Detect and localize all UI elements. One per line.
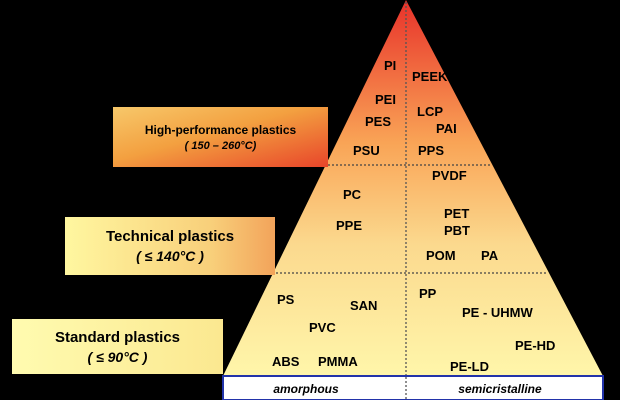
polymer-label: ABS [272,354,300,369]
polymer-label: POM [426,248,456,263]
polymer-label: PE-LD [450,359,489,374]
polymer-label: PA [481,248,499,263]
polymer-label: PVC [309,320,336,335]
polymer-label: PC [343,187,362,202]
polymer-label: PPE [336,218,362,233]
polymer-label: PE - UHMW [462,305,534,320]
axis-label-amorphous: amorphous [273,382,339,396]
axis-bar [222,375,604,400]
polymer-label: PEI [375,92,396,107]
polymer-label: PI [384,58,396,73]
polymer-label: PET [444,206,469,221]
polymer-label: LCP [417,104,443,119]
polymer-label: PES [365,114,391,129]
polymer-label: PMMA [318,354,358,369]
tier-temperature-range: ( ≤ 90°C ) [87,348,148,365]
tier-box-standard: Standard plastics ( ≤ 90°C ) [12,319,223,374]
polymer-label: PE-HD [515,338,555,353]
polymer-label: PP [419,286,437,301]
polymer-label: PBT [444,223,470,238]
tier-temperature-range: ( ≤ 140°C ) [136,248,204,264]
polymer-label: PVDF [432,168,467,183]
polymer-label: PS [277,292,295,307]
pyramid-triangle [223,0,603,376]
tier-box-technical: Technical plastics ( ≤ 140°C ) [65,217,275,275]
polymer-label: PPS [418,143,444,158]
polymer-label: PSU [353,143,380,158]
tier-temperature-range: ( 150 – 260°C) [184,139,257,152]
tier-box-high-performance: High-performance plastics ( 150 – 260°C) [113,107,328,167]
tier-title: Standard plastics [54,328,181,346]
tier-title: High-performance plastics [144,122,297,137]
polymer-label: SAN [350,298,377,313]
polymer-label: PAI [436,121,457,136]
polymer-label: PEEK [412,69,448,84]
axis-label-semicrystalline: semicristalline [458,382,542,396]
tier-title: Technical plastics [105,228,235,245]
